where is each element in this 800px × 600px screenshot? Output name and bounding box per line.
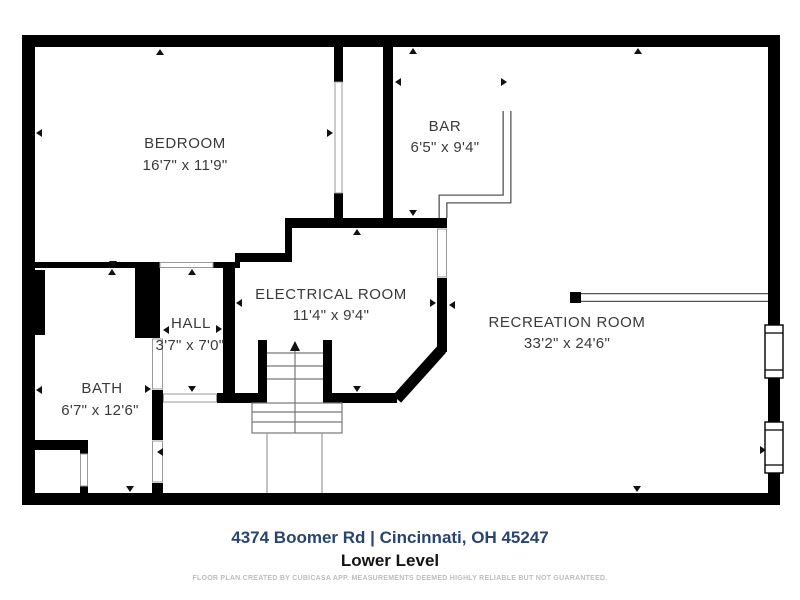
wall-electrical-step-v: [285, 218, 292, 262]
door-hall-south: [163, 393, 217, 403]
wall-hall-right: [223, 262, 235, 403]
room-label-hall: HALL: [171, 315, 211, 332]
dimension-arrow: [501, 78, 507, 86]
door-bedroom-closet: [334, 81, 343, 194]
wall-outer-right-lower: [768, 473, 780, 495]
dimension-arrow: [156, 49, 164, 55]
door-closet2: [80, 453, 88, 487]
wall-bedroom-bottom-west: [35, 262, 135, 268]
dimension-arrow: [36, 129, 42, 137]
floor-level-title: Lower Level: [340, 551, 440, 570]
room-labels: BEDROOM 16'7" x 11'9" BAR 6'5" x 9'4" EL…: [61, 118, 645, 419]
room-dims-bedroom: 16'7" x 11'9": [142, 157, 227, 174]
wall-outer-bottom: [22, 493, 780, 505]
dimension-arrow: [409, 48, 417, 54]
window-2: [764, 421, 784, 474]
railing: [570, 292, 772, 303]
wall-outer-right-mid: [768, 378, 780, 422]
wall-electrical-step-h: [235, 253, 292, 262]
wall-electrical-bottom: [327, 393, 397, 403]
wall-outer-top: [22, 35, 780, 47]
room-dims-electrical: 11'4" x 9'4": [293, 307, 369, 324]
bar-counter: [438, 111, 512, 218]
door-bar-recreation: [437, 228, 447, 278]
dimension-arrow: [353, 386, 361, 392]
dimension-arrow: [634, 48, 642, 54]
room-dims-bath: 6'7" x 12'6": [61, 402, 139, 419]
wall-closet2-right-b: [80, 486, 88, 494]
dimension-arrow: [409, 210, 417, 216]
wall-electrical-right: [437, 278, 447, 352]
stairs-up-arrow-icon: [290, 341, 300, 351]
dimension-arrows: [36, 48, 766, 492]
door-bedroom-hall: [159, 262, 214, 268]
dimension-arrow: [430, 299, 436, 307]
wall-closet-left-lower: [334, 193, 343, 218]
walls: [22, 35, 780, 505]
bar-counter-fill: [439, 111, 511, 218]
room-dims-hall: 3'7" x 7'0": [156, 337, 225, 354]
dimension-arrow: [157, 448, 163, 456]
room-label-electrical: ELECTRICAL ROOM: [255, 286, 407, 303]
wall-electrical-diagonal: [392, 345, 447, 403]
window-1: [764, 324, 784, 379]
wall-bath-right-mid: [152, 390, 163, 440]
dimension-arrow: [126, 486, 134, 492]
dimension-arrow: [188, 269, 196, 275]
door-bath-south: [152, 440, 163, 483]
wall-closet-left-upper: [334, 47, 343, 82]
wall-closet2-top: [35, 440, 88, 450]
dimension-arrow: [145, 385, 151, 393]
wall-stairs-right: [323, 340, 332, 403]
dimension-arrow: [163, 326, 169, 334]
wall-bath-hall-block: [135, 262, 160, 338]
door-bath-hall: [152, 338, 163, 390]
wall-bar-electrical-divider: [285, 218, 447, 228]
dimension-arrow: [353, 229, 361, 235]
door-openings: [80, 81, 447, 487]
dimension-arrow: [216, 325, 222, 333]
room-dims-recreation: 33'2" x 24'6": [524, 335, 610, 352]
property-address: 4374 Boomer Rd | Cincinnati, OH 45247: [231, 528, 549, 547]
dimension-arrow: [236, 299, 242, 307]
stair-lower-outline: [251, 402, 343, 434]
dimension-arrow: [188, 386, 196, 392]
stairs: [251, 349, 343, 493]
dimension-arrow: [633, 486, 641, 492]
room-label-bar: BAR: [429, 118, 462, 135]
wall-bath-right-low: [152, 483, 163, 495]
dimension-arrow: [109, 261, 117, 267]
room-label-bedroom: BEDROOM: [144, 135, 226, 152]
room-label-bath: BATH: [81, 380, 122, 397]
dimension-arrow: [36, 386, 42, 394]
wall-hall-bottom: [217, 393, 265, 403]
wall-outer-right-upper: [768, 47, 780, 325]
room-label-recreation: RECREATION ROOM: [488, 314, 645, 331]
wall-bedroom-bar: [383, 47, 393, 228]
dimension-arrow: [449, 301, 455, 309]
dimension-arrow: [760, 446, 766, 454]
dimension-arrow: [395, 78, 401, 86]
wall-outer-left: [22, 47, 35, 505]
windows: [764, 324, 784, 474]
wall-closet2-right-a: [80, 450, 88, 454]
wall-bath-left-protrusion: [35, 270, 45, 335]
railing-post: [570, 292, 581, 303]
disclaimer-text: FLOOR PLAN CREATED BY CUBICASA APP. MEAS…: [192, 575, 608, 582]
room-dims-bar: 6'5" x 9'4": [411, 139, 480, 156]
dimension-arrow: [108, 269, 116, 275]
wall-stairs-left: [258, 340, 267, 403]
dimension-arrow: [327, 129, 333, 137]
